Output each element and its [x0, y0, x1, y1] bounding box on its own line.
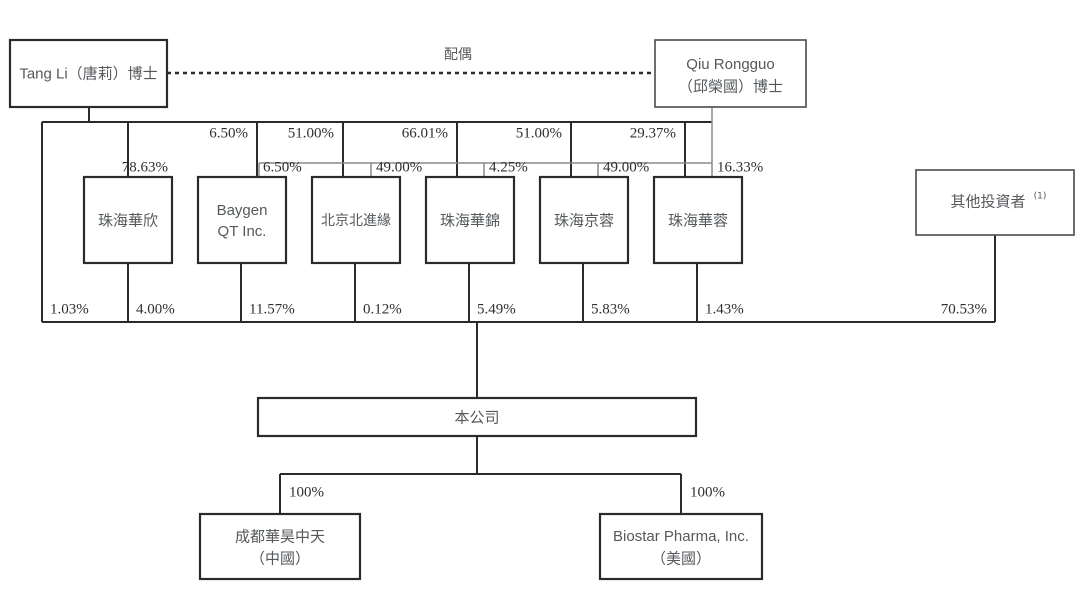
entity-footnote-other-investors: (1) — [1034, 192, 1047, 202]
stake-label-tangli-zhuhai-jingrong: 51.00% — [516, 125, 562, 141]
company-label: 本公司 — [454, 409, 499, 427]
shareholder-label-tang-li: Tang Li（唐莉）博士 — [19, 65, 157, 82]
stake-label-tangli-zhuhai-huaxin: 78.63% — [122, 159, 168, 175]
qiu-rongguo-connectors — [258, 107, 713, 177]
entity-label-other-investors: 其他投資者 — [950, 193, 1025, 211]
company-stake-label-beijing-beijinyuan: 0.12% — [363, 301, 402, 317]
subsidiary-label-biostar-line2: （美國） — [651, 550, 711, 568]
company-stake-label-other-investors: 70.53% — [941, 301, 987, 317]
company-stake-label-zhuhai-jingrong: 5.83% — [591, 301, 630, 317]
company-to-subsidiary-connectors — [279, 436, 682, 514]
entity-label-zhuhai-huajin: 珠海華錦 — [440, 212, 500, 230]
entity-box-zhuhai-huarong[interactable]: 珠海華蓉 — [652, 175, 744, 265]
company-stake-label-zhuhai-huarong: 1.43% — [705, 301, 744, 317]
subsidiary-label-biostar-line1: Biostar Pharma, Inc. — [613, 528, 749, 545]
entity-box-zhuhai-jingrong[interactable]: 珠海京蓉 — [538, 175, 630, 265]
stake-label-qiu-zhuhai-huajin: 4.25% — [489, 159, 528, 175]
entity-label-zhuhai-huarong: 珠海華蓉 — [668, 212, 728, 230]
tang-li-connectors — [41, 107, 712, 322]
subsidiary-box-chengdu-huahao-zhongtian[interactable]: 成都華昊中天 （中國） — [198, 512, 362, 581]
stake-label-tangli-baygen-qt: 6.50% — [209, 125, 248, 141]
subsidiary-label-chengdu-line1: 成都華昊中天 — [235, 528, 325, 546]
subsidiary-label-chengdu-line2: （中國） — [250, 550, 310, 568]
shareholder-label-qiu-rongguo-line1: Qiu Rongguo — [686, 56, 774, 73]
entity-label-zhuhai-huaxin: 珠海華欣 — [98, 212, 158, 230]
spouse-link-label: 配偶 — [444, 47, 472, 63]
entity-box-zhuhai-huaxin[interactable]: 珠海華欣 — [82, 175, 174, 265]
stake-label-qiu-zhuhai-jingrong: 49.00% — [603, 159, 649, 175]
entity-label-zhuhai-jingrong: 珠海京蓉 — [554, 212, 614, 230]
shareholder-box-tang-li[interactable]: Tang Li（唐莉）博士 — [8, 38, 169, 109]
entity-label-beijing-beijinyuan: 北京北進緣 — [321, 213, 391, 229]
entity-box-beijing-beijinyuan[interactable]: 北京北進緣 — [310, 175, 402, 265]
entity-label-baygen-qt-line2: QT Inc. — [218, 223, 267, 240]
shareholder-label-qiu-rongguo-line2: （邱榮國）博士 — [678, 78, 783, 96]
company-stake-label-zhuhai-huajin: 5.49% — [477, 301, 516, 317]
entity-label-baygen-qt-line1: Baygen — [217, 202, 268, 219]
stake-label-qiu-beijing-beijinyuan: 49.00% — [376, 159, 422, 175]
subsidiary-box-biostar-pharma[interactable]: Biostar Pharma, Inc. （美國） — [598, 512, 764, 581]
company-stake-label-zhuhai-huaxin: 4.00% — [136, 301, 175, 317]
entity-box-other-investors[interactable]: 其他投資者 (1) — [915, 169, 1075, 236]
entity-to-company-connectors — [42, 235, 996, 398]
company-stake-label-tang-li: 1.03% — [50, 301, 89, 317]
stake-label-tangli-beijing-beijinyuan: 51.00% — [288, 125, 334, 141]
shareholder-box-qiu-rongguo[interactable]: Qiu Rongguo （邱榮國）博士 — [654, 39, 807, 108]
stake-label-tangli-zhuhai-huajin: 66.01% — [402, 125, 448, 141]
entity-box-zhuhai-huajin[interactable]: 珠海華錦 — [424, 175, 516, 265]
subsidiary-stake-label-chengdu: 100% — [289, 484, 324, 500]
entity-box-baygen-qt[interactable]: Baygen QT Inc. — [196, 175, 288, 265]
company-stake-label-baygen-qt: 11.57% — [249, 301, 295, 317]
stake-label-qiu-baygen-qt: 6.50% — [263, 159, 302, 175]
subsidiary-stake-label-biostar: 100% — [690, 484, 725, 500]
stake-label-qiu-zhuhai-huarong: 16.33% — [717, 159, 763, 175]
company-box[interactable]: 本公司 — [256, 396, 698, 438]
stake-label-tangli-zhuhai-huarong: 29.37% — [630, 125, 676, 141]
